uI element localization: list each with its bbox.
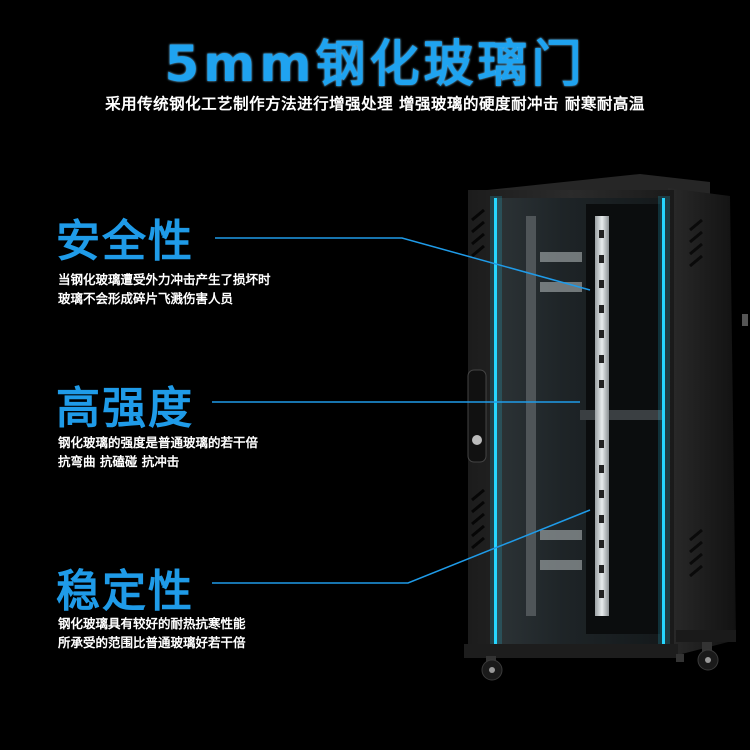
feature-desc-line: 玻璃不会形成碎片飞溅伤害人员 bbox=[58, 291, 234, 306]
feature-desc-line: 抗弯曲 抗磕碰 抗冲击 bbox=[58, 454, 180, 469]
feature-desc-stability: 钢化玻璃具有较好的耐热抗寒性能 所承受的范围比普通玻璃好若干倍 bbox=[58, 614, 246, 652]
caster-wheel-icon bbox=[481, 656, 503, 681]
door-handle-icon bbox=[467, 369, 487, 463]
cabinet-base-side bbox=[676, 630, 736, 642]
door-glow-halo-right bbox=[658, 196, 670, 648]
side-vents bbox=[689, 218, 703, 578]
cabinet-svg bbox=[464, 174, 748, 681]
feature-desc-strength: 钢化玻璃的强度是普通玻璃的若干倍 抗弯曲 抗磕碰 抗冲击 bbox=[58, 433, 258, 471]
door-glow-left bbox=[494, 198, 497, 646]
feature-desc-safety: 当钢化玻璃遭受外力冲击产生了损坏时 玻璃不会形成碎片飞溅伤害人员 bbox=[58, 270, 271, 308]
side-lock-icon bbox=[742, 314, 748, 326]
caster-wheel-icon bbox=[676, 654, 684, 662]
page-subtitle: 采用传统钢化工艺制作方法进行增强处理 增强玻璃的硬度耐冲击 耐寒耐高温 bbox=[105, 95, 645, 113]
network-cabinet-image bbox=[440, 160, 750, 750]
feature-title-strength: 高强度 bbox=[56, 383, 194, 434]
page-title: 5mm钢化玻璃门 bbox=[164, 35, 586, 93]
cabinet-base bbox=[464, 644, 678, 658]
door-glow-right bbox=[662, 198, 665, 646]
cabinet-shelf bbox=[580, 410, 662, 420]
rail-holes bbox=[599, 230, 604, 598]
mounting-rail-right bbox=[595, 216, 609, 616]
feature-title-safety: 安全性 bbox=[56, 216, 194, 267]
caster-wheel-icon bbox=[697, 642, 719, 671]
feature-desc-line: 钢化玻璃具有较好的耐热抗寒性能 bbox=[58, 616, 246, 631]
feature-desc-line: 当钢化玻璃遭受外力冲击产生了损坏时 bbox=[58, 272, 271, 287]
feature-desc-line: 所承受的范围比普通玻璃好若干倍 bbox=[58, 635, 246, 650]
door-lock-icon bbox=[472, 435, 482, 445]
door-glow-halo-left bbox=[490, 196, 502, 648]
cabinet-side-panel bbox=[668, 188, 736, 656]
mounting-rail-left bbox=[526, 216, 536, 616]
feature-desc-line: 钢化玻璃的强度是普通玻璃的若干倍 bbox=[58, 435, 259, 450]
feature-title-stability: 稳定性 bbox=[56, 566, 194, 617]
